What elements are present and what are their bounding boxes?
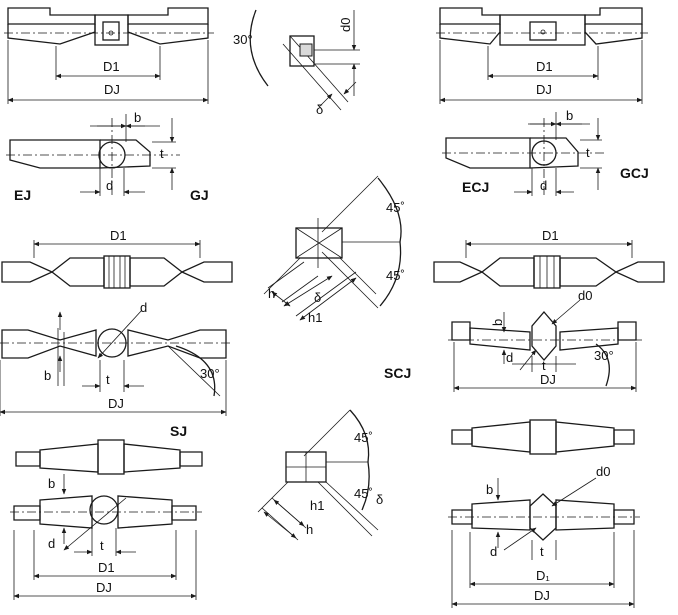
scj-d-label: d: [506, 350, 513, 365]
scj-top-view: [433, 240, 665, 289]
sj-lower-t-label: t: [100, 538, 104, 553]
gj-type-label: GJ: [190, 187, 209, 203]
ej-d-label: d: [106, 178, 113, 193]
sj-lower-top-view: [15, 439, 203, 475]
scj-cross-section: [263, 175, 402, 321]
scj-angle-top-label: 45˚: [386, 200, 405, 215]
scj-h-label: h: [268, 286, 275, 301]
gap-detail: [249, 9, 360, 111]
lower-h-label: h: [306, 522, 313, 537]
ecj-front-view: [436, 7, 648, 104]
scj-d1-label: D1: [542, 228, 559, 243]
scj-lower-front-view: [448, 477, 640, 608]
ej-d1-label: D1: [103, 59, 120, 74]
sj-lower-d-label: d: [48, 536, 55, 551]
scj-angle-label: 30°: [594, 348, 614, 363]
lower-delta-label: δ: [376, 492, 383, 507]
lower-h1-label: h1: [310, 498, 324, 513]
scj-lower-d1-label: D₁: [536, 568, 550, 583]
scj-type-label: SCJ: [384, 365, 411, 381]
sj-d-label: d: [140, 300, 147, 315]
scj-lower-t-label: t: [540, 544, 544, 559]
sj-lower-front-view: [10, 474, 202, 600]
ecj-d-label: d: [540, 178, 547, 193]
scj-b-label: b: [490, 319, 505, 326]
sj-top-view: [1, 240, 233, 289]
sj-lower-dj-label: DJ: [96, 580, 112, 595]
gap-angle-label: 30°: [233, 32, 253, 47]
ej-b-label: b: [134, 110, 141, 125]
ecj-plan-view: [442, 112, 606, 196]
ej-type-label: EJ: [14, 187, 31, 203]
sj-dj-label: DJ: [108, 396, 124, 411]
cross-section-lower: [257, 409, 379, 541]
scj-front-view: [448, 299, 642, 392]
ej-t-label: t: [160, 146, 164, 161]
scj-lower-b-label: b: [486, 482, 493, 497]
ej-front-view: [4, 7, 214, 104]
sj-angle-label: 30°: [200, 366, 220, 381]
scj-lower-dj-label: DJ: [534, 588, 550, 603]
ej-plan-view: [6, 114, 180, 196]
gap-delta-label: δ: [316, 102, 323, 117]
sj-front-view: [0, 309, 230, 416]
sj-d1-label: D1: [110, 228, 127, 243]
ecj-dj-label: DJ: [536, 82, 552, 97]
ecj-type-label: ECJ: [462, 179, 489, 195]
scj-angle-bottom-label: 45˚: [386, 268, 405, 283]
scj-lower-d0-label: d0: [596, 464, 610, 479]
sj-lower-b-label: b: [48, 476, 55, 491]
ej-dj-label: DJ: [104, 82, 120, 97]
sj-t-label: t: [106, 372, 110, 387]
gcj-type-label: GCJ: [620, 165, 649, 181]
scj-lower-d-label: d: [490, 544, 497, 559]
scj-lower-top-view: [451, 419, 635, 455]
ecj-t-label: t: [586, 145, 590, 160]
ecj-b-label: b: [566, 108, 573, 123]
gap-d0-label: d0: [338, 18, 353, 32]
sj-type-label: SJ: [170, 423, 187, 439]
scj-delta-label: δ: [314, 290, 321, 305]
sj-b-label: b: [44, 368, 51, 383]
scj-t-label: t: [542, 358, 546, 373]
sj-lower-d1-label: D1: [98, 560, 115, 575]
scj-h1-label: h1: [308, 310, 322, 325]
lower-angle-top-label: 45˚: [354, 430, 373, 445]
scj-d0-label: d0: [578, 288, 592, 303]
lower-angle-bottom-label: 45˚: [354, 486, 373, 501]
scj-dj-label: DJ: [540, 372, 556, 387]
ecj-d1-label: D1: [536, 59, 553, 74]
